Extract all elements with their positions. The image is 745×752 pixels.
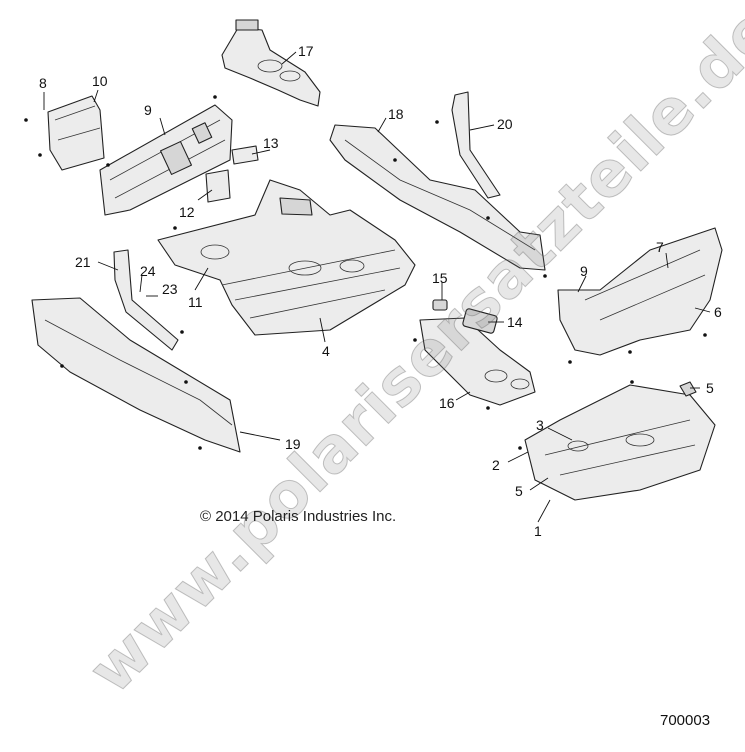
part-10-panel	[99, 104, 233, 216]
part-21-post	[451, 91, 501, 199]
callout-12: 11	[188, 294, 203, 310]
callout-11: 10	[92, 73, 108, 89]
callout-24: 24	[140, 263, 156, 279]
callout-14: 13	[263, 135, 279, 151]
leader-lines	[43, 51, 711, 523]
part-19-rail	[329, 124, 546, 271]
part-1-floor-tub	[524, 381, 716, 501]
diagram-number: 700003	[660, 712, 711, 729]
part-20-rail	[31, 297, 241, 453]
callout-9b: 9	[580, 263, 588, 279]
callout-9: 8	[39, 75, 47, 91]
copyright-text: © 2014 Polaris Industries Inc.	[200, 508, 397, 525]
callout-4: 4	[322, 343, 330, 359]
part-18-panel	[221, 19, 321, 107]
callout-6: 6	[714, 304, 722, 320]
callout-15: 14	[507, 314, 523, 330]
part-6-firewall	[557, 227, 723, 356]
part-4-floor	[157, 179, 416, 336]
callout-20: 19	[285, 436, 301, 452]
callout-19: 18	[388, 106, 404, 122]
part-22-pillar	[113, 249, 179, 351]
part-17-console	[419, 299, 536, 406]
callout-3: 3	[536, 417, 544, 433]
part-13-plate	[205, 169, 231, 203]
callout-8: 7	[656, 239, 664, 255]
callout-22: 21	[75, 254, 91, 270]
callout-17: 16	[439, 395, 455, 411]
fastener-dots	[24, 95, 707, 450]
callout-10: 9	[144, 102, 152, 118]
callout-5: 5	[515, 483, 523, 499]
callout-13: 12	[179, 204, 195, 220]
callout-1: 1	[534, 523, 542, 539]
callout-18: 17	[298, 43, 314, 59]
callout-21: 20	[497, 116, 513, 132]
callout-16: 15	[432, 270, 448, 286]
callout-7: 5	[706, 380, 714, 396]
part-11-panel	[47, 95, 105, 171]
callout-23: 23	[162, 281, 178, 297]
part-14-plate	[231, 145, 259, 165]
callout-2: 2	[492, 457, 500, 473]
